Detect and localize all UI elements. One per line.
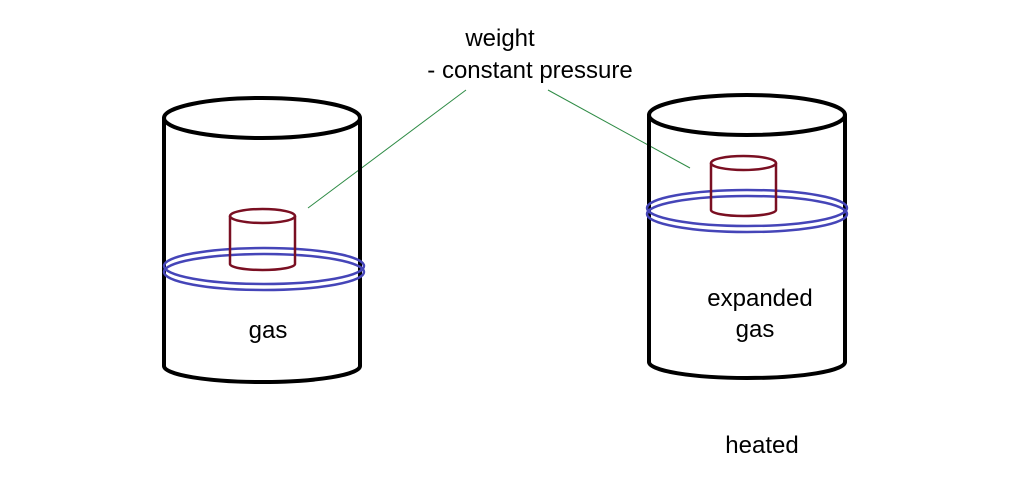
piston-left-lower-edge xyxy=(162,252,366,292)
piston-left-upper-edge xyxy=(162,246,366,286)
label-gas: gas xyxy=(248,317,288,344)
cylinder-right-top-rim xyxy=(647,93,847,137)
weight-right xyxy=(709,154,778,218)
cylinder-left xyxy=(162,96,362,384)
label-heated: heated xyxy=(725,432,799,459)
weight-right-bottom xyxy=(709,209,778,218)
piston-right xyxy=(645,188,849,234)
weight-left-bottom xyxy=(228,263,297,272)
label-expanded-gas: gas xyxy=(735,316,775,343)
weight-left xyxy=(228,207,297,272)
leader-line-right xyxy=(547,89,691,169)
leader-line-left xyxy=(307,89,467,209)
cylinder-right-bottom-rim xyxy=(647,361,847,380)
label-weight: weight xyxy=(465,25,535,52)
weight-right-top xyxy=(709,154,778,172)
cylinder-left-top-rim xyxy=(162,96,362,140)
weight-left-top xyxy=(228,207,297,225)
label-expanded: expanded xyxy=(707,285,813,312)
piston-right-upper-edge xyxy=(645,188,849,228)
cylinder-left-bottom-rim xyxy=(162,365,362,384)
cylinder-right xyxy=(647,93,847,380)
piston-right-lower-edge xyxy=(645,194,849,234)
piston-left xyxy=(162,246,366,292)
label-constant-pressure: - constant pressure xyxy=(427,57,633,84)
